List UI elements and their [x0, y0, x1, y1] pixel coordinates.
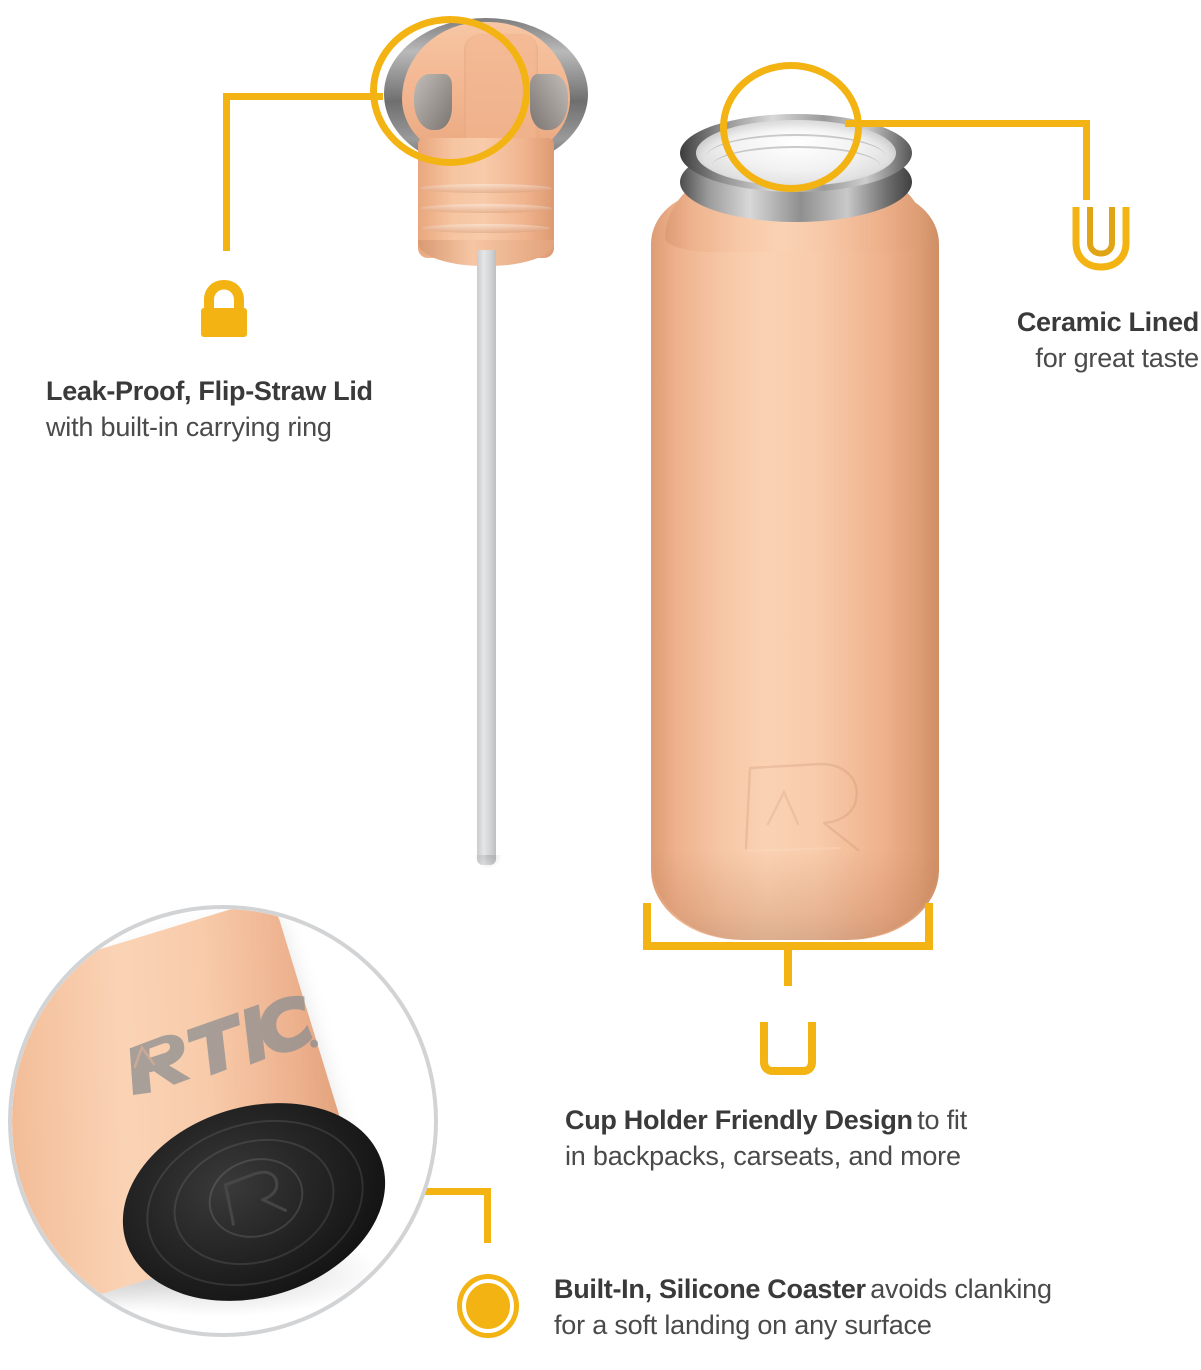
feature-line-cup-holder-1: Cup Holder Friendly Design to fit	[565, 1103, 1125, 1139]
coaster-detail-inset	[8, 905, 438, 1337]
ceramic-liner-u-icon	[1068, 205, 1134, 275]
callout-ring-lid	[370, 16, 530, 166]
connector-coaster-vertical	[484, 1188, 491, 1243]
feature-line-coaster-1: Built-In, Silicone Coaster avoids clanki…	[554, 1272, 1154, 1308]
feature-title-silicone-coaster: Built-In, Silicone Coaster	[554, 1274, 866, 1304]
rtic-r-emboss-svg	[744, 762, 860, 852]
straw-tip-shadow	[474, 855, 502, 869]
bottle-bottom-shade	[654, 850, 936, 940]
ceramic-liner-u-icon-svg	[1072, 207, 1130, 271]
feature-text-leak-proof-lid: Leak-Proof, Flip-Straw Lid with built-in…	[46, 374, 466, 445]
connector-mouth-vertical	[1083, 120, 1090, 200]
bracket-right-tick	[925, 903, 933, 950]
connector-mouth-horizontal	[845, 120, 1090, 127]
cap-right-notch	[530, 74, 568, 130]
cup-holder-u-icon-svg	[760, 1022, 816, 1075]
drinking-straw	[477, 250, 496, 865]
coaster-r-glyph	[211, 1158, 297, 1235]
rtic-r-emboss	[728, 752, 878, 857]
cap-thread-2	[420, 204, 552, 213]
padlock-icon-svg	[201, 280, 247, 337]
feature-title-leak-proof-lid: Leak-Proof, Flip-Straw Lid	[46, 376, 373, 406]
coaster-ring-icon-svg	[457, 1274, 519, 1338]
connector-lid-horizontal	[223, 93, 383, 100]
feature-subtitle-silicone-coaster: avoids clanking	[870, 1274, 1052, 1304]
connector-lid-vertical	[223, 93, 230, 251]
feature-text-cup-holder: Cup Holder Friendly Design to fit in bac…	[565, 1103, 1125, 1174]
feature-subtitle-ceramic-lined: for great taste	[1035, 342, 1199, 373]
bracket-left-tick	[643, 903, 651, 950]
feature-subtitle-cup-holder: to fit	[917, 1105, 968, 1135]
feature-title-ceramic-lined: Ceramic Lined	[1016, 307, 1199, 337]
padlock-icon	[193, 276, 255, 340]
feature-text-ceramic-lined: Ceramic Lined for great taste	[760, 305, 1199, 376]
feature-subtitle-leak-proof-lid: with built-in carrying ring	[46, 411, 332, 442]
rtic-wordmark	[111, 984, 324, 1110]
cap-thread-1	[420, 184, 552, 193]
feature-text-silicone-coaster: Built-In, Silicone Coaster avoids clanki…	[554, 1272, 1154, 1343]
cap-thread-3	[422, 224, 550, 233]
inset-clip	[12, 909, 434, 1333]
feature-title-cup-holder: Cup Holder Friendly Design	[565, 1105, 913, 1135]
coaster-ring-icon	[455, 1272, 521, 1340]
bottle-body	[651, 192, 939, 940]
bracket-stem	[784, 942, 792, 986]
rtic-wordmark-svg	[129, 995, 319, 1095]
coaster-r-glyph-svg	[223, 1170, 288, 1226]
callout-ring-mouth	[720, 62, 862, 192]
feature-subtitle2-silicone-coaster: for a soft landing on any surface	[554, 1309, 932, 1340]
insulated-water-bottle	[640, 60, 950, 940]
cup-holder-u-icon	[758, 1020, 818, 1076]
feature-subtitle2-cup-holder: in backpacks, carseats, and more	[565, 1140, 961, 1171]
